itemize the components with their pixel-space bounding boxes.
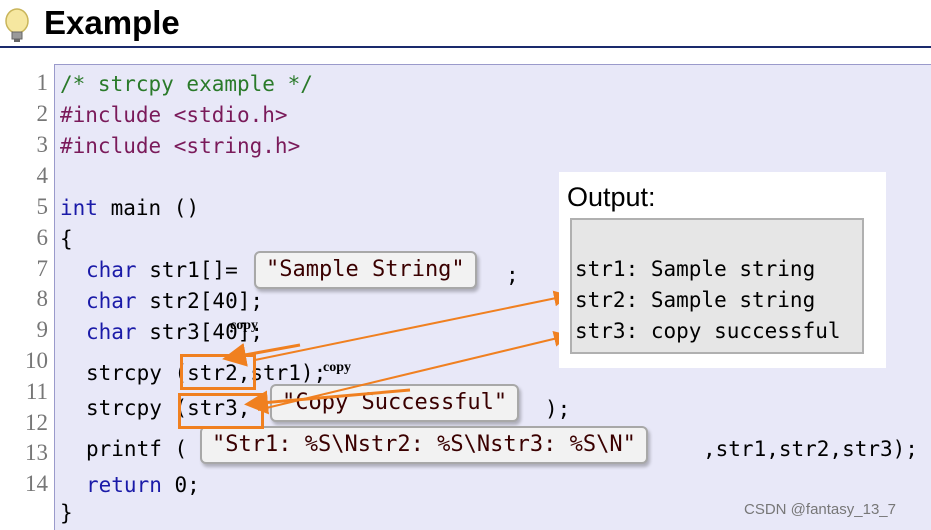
code-line: #include <string.h> xyxy=(60,134,301,158)
line-number: 5 xyxy=(36,194,49,219)
keyword: int xyxy=(60,196,98,220)
code-line: /* strcpy example */ xyxy=(60,72,313,96)
code-text: str2[40]; xyxy=(136,289,264,313)
code-line: char str2[40]; xyxy=(86,289,263,313)
example-header: Example xyxy=(0,0,931,48)
line-number: 4 xyxy=(36,163,49,188)
output-line: str1: Sample string xyxy=(575,257,816,281)
line-number: 6 xyxy=(36,225,49,250)
code-text: main () xyxy=(97,196,200,220)
code-line: } xyxy=(60,501,73,525)
str2-highlight-box xyxy=(180,354,256,390)
keyword: char xyxy=(86,289,137,313)
line-number: 7 xyxy=(36,256,49,281)
code-text: 0; xyxy=(161,473,200,497)
code-line-tail: ); xyxy=(545,397,571,421)
keyword: char xyxy=(86,258,137,282)
code-line: char str1[]= xyxy=(86,258,238,282)
line-number-gutter xyxy=(0,64,54,529)
output-title: Output: xyxy=(567,182,656,212)
line-number: 14 xyxy=(25,471,48,496)
arrow-str2-to-output xyxy=(254,290,570,361)
output-line: str3: copy successful xyxy=(575,319,841,343)
code-line-tail: ; xyxy=(506,263,519,287)
code-line: char str3[40]; xyxy=(86,320,263,344)
copy-annotation: copy xyxy=(230,318,258,333)
arrow-str1-to-str2 xyxy=(222,342,301,367)
line-number: 12 xyxy=(25,410,48,435)
code-text: str1[]= xyxy=(136,258,238,282)
lightbulb-icon xyxy=(5,8,29,42)
code-text: str3[40]; xyxy=(136,320,264,344)
code-line: strcpy (str2,str1); xyxy=(86,361,327,385)
title-divider xyxy=(0,46,931,48)
sample-string-callout: "Sample String" xyxy=(254,251,477,289)
copy-annotation: copy xyxy=(323,360,351,375)
code-line: #include <stdio.h> xyxy=(60,103,288,127)
printf-format-callout: "Str1: %S\Nstr2: %S\Nstr3: %S\N" xyxy=(200,426,648,464)
line-number: 9 xyxy=(36,317,49,342)
code-line: return 0; xyxy=(86,473,200,497)
code-line: printf ( xyxy=(86,437,188,461)
line-number: 8 xyxy=(36,286,49,311)
code-line: strcpy (str3, xyxy=(86,396,251,420)
watermark: CSDN @fantasy_13_7 xyxy=(744,501,896,518)
line-number: 10 xyxy=(25,348,48,373)
arrow-callout-to-str3 xyxy=(244,388,411,415)
code-line-tail: ,str1,str2,str3); xyxy=(703,437,918,461)
page-title: Example xyxy=(44,4,180,41)
code-line: int main () xyxy=(60,196,199,220)
line-number: 2 xyxy=(36,101,49,126)
line-number: 3 xyxy=(36,132,49,157)
output-console xyxy=(570,218,864,354)
keyword: char xyxy=(86,320,137,344)
output-line: str2: Sample string xyxy=(575,288,816,312)
line-number: 13 xyxy=(25,440,48,465)
keyword: return xyxy=(86,473,162,497)
code-line: { xyxy=(60,227,73,251)
line-number: 1 xyxy=(36,70,49,95)
line-number: 11 xyxy=(25,379,48,404)
arrow-str3-to-output xyxy=(257,331,570,411)
